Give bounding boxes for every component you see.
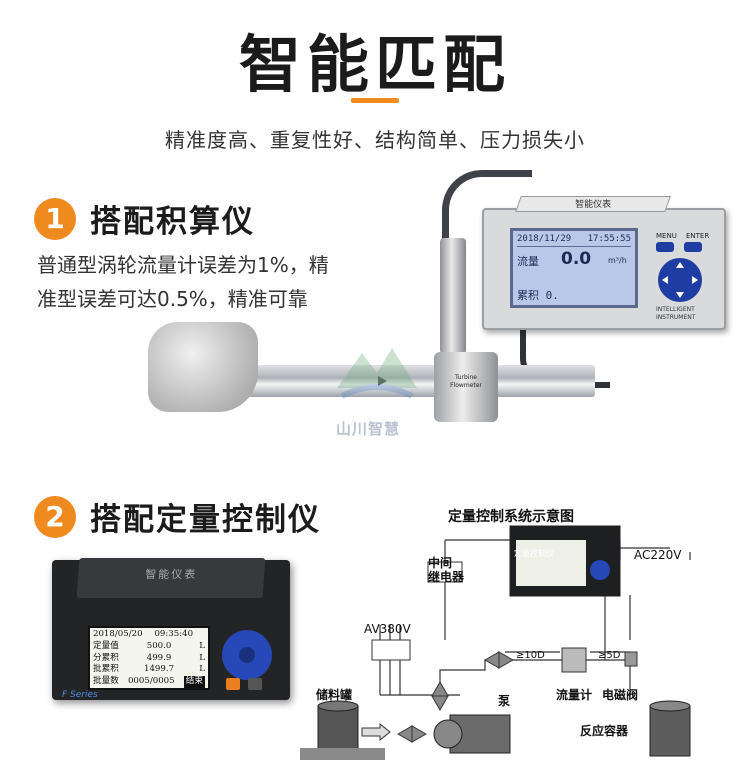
section1-description-line: 准型误差可达0.5%，精准可靠 xyxy=(37,287,308,311)
pump-head xyxy=(433,719,463,749)
lcd-total-row: 累积 0. xyxy=(517,287,631,303)
power-switch xyxy=(371,639,411,661)
lcd-total-value: 0. xyxy=(545,289,559,302)
controller-panel-lcd xyxy=(516,540,586,586)
tank-label: 储料罐 xyxy=(316,688,353,702)
instrument-plate: 智能仪表 xyxy=(515,196,671,212)
manual-valve-icon xyxy=(431,680,449,712)
lcd-date: 2018/11/29 xyxy=(517,234,572,244)
lcd-flow-unit: m³/h xyxy=(608,256,627,265)
arrow-down-icon[interactable] xyxy=(676,292,684,298)
page-title: 智能匹配 xyxy=(238,28,511,101)
section1-number-badge: 1 xyxy=(34,197,76,240)
watermark-text: 山川智慧 xyxy=(336,420,401,438)
direction-pad[interactable] xyxy=(222,630,272,680)
enter-key-label: ENTER xyxy=(686,232,710,240)
instrument-plate: 智能仪表 xyxy=(76,558,266,598)
relay-box xyxy=(427,561,463,583)
pump-label: 泵 xyxy=(498,694,511,708)
sensor-cable xyxy=(442,170,532,250)
lcd-flow-label: 流量 xyxy=(517,255,539,268)
manual-valve-icon xyxy=(483,651,515,669)
lcd-total-label: 累积 xyxy=(517,289,539,302)
flow-arrow-icon xyxy=(361,722,391,742)
solenoid-valve-symbol xyxy=(624,651,638,667)
turbine-flowmeter-body xyxy=(434,352,498,422)
distance-5d-label: ≥5D xyxy=(598,650,621,661)
integrator-lcd: 2018/11/29 17:55:55 流量 0.0 m³/h 累积 0. xyxy=(510,228,638,308)
title-underline xyxy=(351,98,399,103)
sensor-stem xyxy=(440,238,466,354)
controller-panel-keypad xyxy=(590,560,610,580)
arrow-left-icon[interactable] xyxy=(662,276,668,284)
watermark-logo-icon xyxy=(337,348,417,399)
reactor-label: 反应容器 xyxy=(580,724,629,738)
section2-heading: 2 搭配定量控制仪 xyxy=(34,494,321,539)
lcd-datetime-row: 2018/11/29 17:55:55 xyxy=(517,234,631,247)
page-subtitle: 精准度高、重复性好、结构简单、压力损失小 xyxy=(165,128,585,152)
arrow-up-icon[interactable] xyxy=(676,262,684,268)
distance-10d-label: ≥10D xyxy=(516,650,545,661)
flow-integrator-instrument: 智能仪表 2018/11/29 17:55:55 流量 0.0 m³/h 累积 … xyxy=(482,196,726,330)
y-strainer-valve xyxy=(148,322,258,412)
flowmeter-symbol xyxy=(561,647,587,673)
flowmeter-label: 流量计 xyxy=(556,688,593,702)
arrow-right-icon[interactable] xyxy=(692,276,698,284)
section1-description-line: 普通型涡轮流量计误差为1%，精 xyxy=(37,253,329,277)
series-logo: F Series xyxy=(62,690,98,700)
enter-key[interactable] xyxy=(239,647,255,663)
relay-label: 中间 继电器 xyxy=(428,556,465,584)
section1-heading: 1 搭配积算仪 xyxy=(34,196,255,241)
tank-base xyxy=(300,748,385,760)
section2-number-badge: 2 xyxy=(34,495,76,538)
lcd-time: 17:55:55 xyxy=(587,234,631,244)
direction-pad[interactable] xyxy=(658,258,702,302)
ac220v-label: AC220V xyxy=(634,548,682,562)
flow-direction-arrow-icon xyxy=(378,376,387,386)
reactor-vessel-top xyxy=(649,700,691,712)
instrument-brand: INTELLIGENT INSTRUMENT xyxy=(656,306,696,321)
storage-tank xyxy=(317,705,359,755)
diagram-title: 定量控制系统示意图 xyxy=(448,509,574,525)
control-system-diagram xyxy=(300,525,691,760)
solenoid-label: 电磁阀 xyxy=(602,688,639,702)
lcd-flow-value: 0.0 xyxy=(561,249,592,269)
enter-button[interactable] xyxy=(684,242,702,252)
panel-label: 定量控制仪 xyxy=(514,549,554,558)
av380v-label: AV380V xyxy=(364,622,411,636)
sensor-label: Turbine Flowmeter xyxy=(450,374,482,389)
section1-description: 普通型涡轮流量计误差为1%，精 准型误差可达0.5%，精准可靠 xyxy=(37,248,397,316)
section1-title: 搭配积算仪 xyxy=(90,204,255,240)
section2-title: 搭配定量控制仪 xyxy=(90,502,321,538)
storage-tank-top xyxy=(317,700,359,712)
function-button[interactable] xyxy=(226,678,240,690)
menu-key-label: MENU xyxy=(656,232,677,240)
reactor-vessel xyxy=(649,705,691,757)
manual-valve-icon xyxy=(396,725,428,743)
mode-button[interactable] xyxy=(248,678,262,690)
menu-button[interactable] xyxy=(656,242,674,252)
